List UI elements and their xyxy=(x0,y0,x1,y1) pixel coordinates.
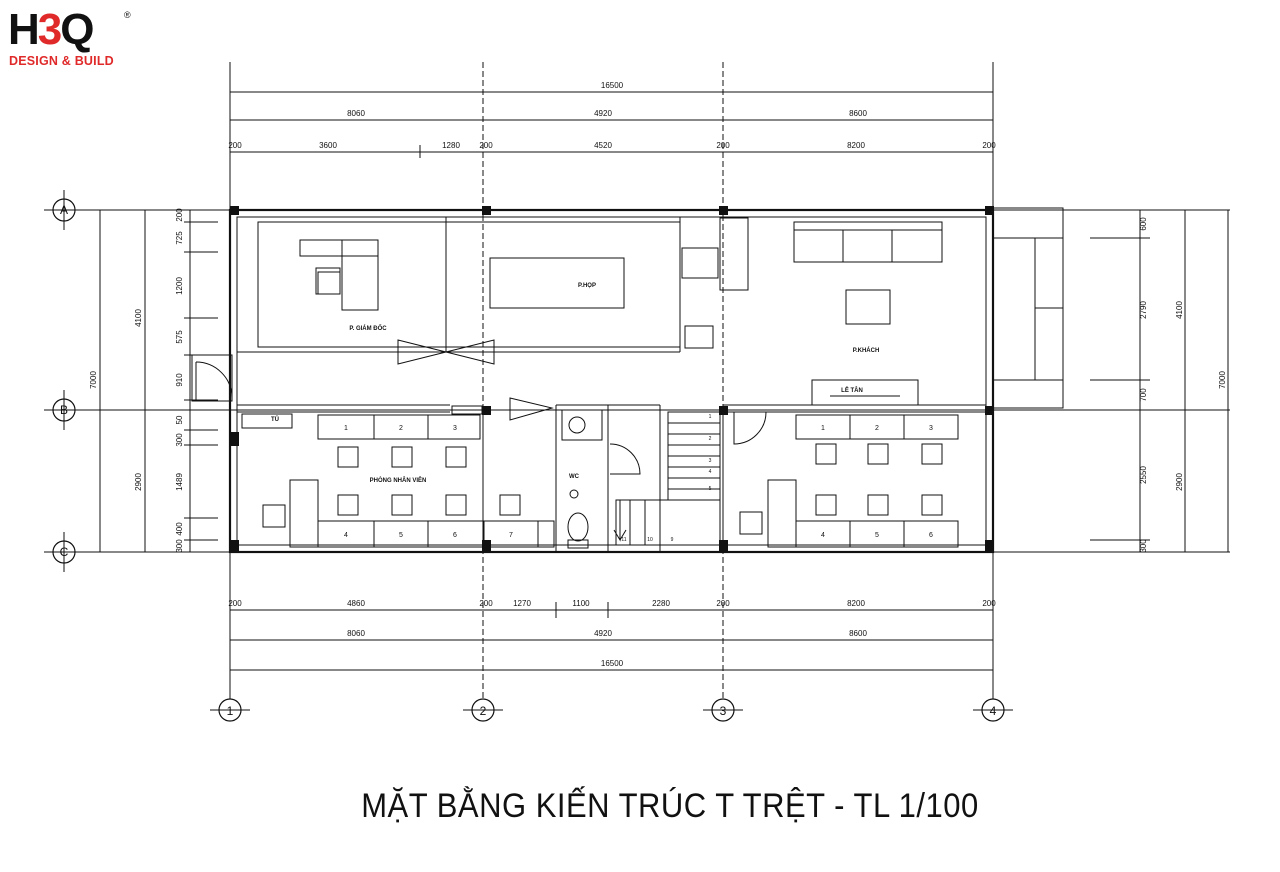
dim-top-detail: 200 xyxy=(716,141,730,150)
dim-bottom-bay-3: 8600 xyxy=(849,629,867,638)
dim-bottom-detail: 4860 xyxy=(347,599,365,608)
dim-bottom-bay-1: 8060 xyxy=(347,629,365,638)
desk-number: 4 xyxy=(344,532,348,539)
stair-number: 9 xyxy=(671,537,674,543)
grid-label-a: A xyxy=(60,203,68,217)
room-label-wc: WC xyxy=(569,474,580,480)
room-label-director: P. GIÁM ĐỐC xyxy=(349,325,387,332)
dim-bottom-detail: 8200 xyxy=(847,599,865,608)
dim-top-detail: 1280 xyxy=(442,141,460,150)
desk-number: 2 xyxy=(399,425,403,432)
company-logo: H3Q ® DESIGN & BUILD xyxy=(8,8,132,72)
dim-top-bay-1: 8060 xyxy=(347,109,365,118)
grid-label-2: 2 xyxy=(480,704,487,718)
dim-left-detail: 1489 xyxy=(175,473,184,491)
logo-subtitle: DESIGN & BUILD xyxy=(9,54,114,68)
grid-label-1: 1 xyxy=(227,704,234,718)
desk-number: 6 xyxy=(929,532,933,539)
dim-left-detail: 1200 xyxy=(175,277,184,295)
desk-number: 7 xyxy=(509,532,513,539)
dim-left-detail: 300 xyxy=(175,539,184,553)
cabinet-label: TỦ xyxy=(271,416,279,423)
desk-number: 2 xyxy=(875,425,879,432)
dim-bottom-detail: 200 xyxy=(479,599,493,608)
grid-label-3: 3 xyxy=(720,704,727,718)
desk-number: 6 xyxy=(453,532,457,539)
dim-bottom-bay-2: 4920 xyxy=(594,629,612,638)
dim-left-bay-1: 4100 xyxy=(134,309,143,327)
dim-left-detail: 50 xyxy=(175,415,184,424)
desk-number: 3 xyxy=(929,425,933,432)
dim-top-bay-2: 4920 xyxy=(594,109,612,118)
desk-number: 1 xyxy=(344,425,348,432)
dim-right-detail: 600 xyxy=(1139,217,1148,231)
dim-left-detail: 200 xyxy=(175,208,184,222)
room-label-staff: PHÒNG NHÂN VIÊN xyxy=(370,476,427,484)
logo-mark: H3Q xyxy=(8,5,95,54)
stair-number: 11 xyxy=(621,537,626,543)
stair-number: 2 xyxy=(709,436,712,442)
dim-right-detail: 2550 xyxy=(1139,466,1148,484)
dim-bottom-detail: 2280 xyxy=(652,599,670,608)
dim-right-detail: 2790 xyxy=(1139,301,1148,319)
dim-left-detail: 575 xyxy=(175,330,184,344)
dim-top-bay-3: 8600 xyxy=(849,109,867,118)
dim-bottom-detail: 1100 xyxy=(572,599,590,608)
dim-left-detail: 725 xyxy=(175,231,184,245)
room-label-reception: LỄ TÂN xyxy=(841,387,863,394)
desk-number: 5 xyxy=(399,532,403,539)
room-label-meeting: P.HỌP xyxy=(578,283,596,289)
dim-top-detail: 200 xyxy=(228,141,242,150)
grid-label-4: 4 xyxy=(990,704,997,718)
dim-top-detail: 200 xyxy=(479,141,493,150)
dim-bottom-detail: 200 xyxy=(982,599,996,608)
outer-wall xyxy=(228,208,995,554)
desk-number: 5 xyxy=(875,532,879,539)
desk-number: 1 xyxy=(821,425,825,432)
grid-label-c: C xyxy=(60,545,69,559)
dim-top-detail: 8200 xyxy=(847,141,865,150)
drawing-title: MẶT BẰNG KIẾN TRÚC T TRỆT - TL 1/100 xyxy=(361,785,979,826)
registered-mark: ® xyxy=(124,10,131,20)
dim-bottom-detail: 1270 xyxy=(513,599,531,608)
dim-right-detail: 700 xyxy=(1139,388,1148,402)
stair-number: 1 xyxy=(709,414,712,420)
room-label-guest: P.KHÁCH xyxy=(853,347,880,354)
dim-top-total: 16500 xyxy=(601,81,624,90)
dim-left-total: 7000 xyxy=(89,371,98,389)
dim-left-bay-2: 2900 xyxy=(134,473,143,491)
grid-label-b: B xyxy=(60,403,68,417)
stair-number: 10 xyxy=(647,537,653,543)
dim-top-detail: 3600 xyxy=(319,141,337,150)
dim-top-detail: 200 xyxy=(982,141,996,150)
dim-bottom-detail: 200 xyxy=(228,599,242,608)
desk-number: 4 xyxy=(821,532,825,539)
dim-top-detail: 4520 xyxy=(594,141,612,150)
dim-left-detail: 300 xyxy=(175,433,184,447)
dim-right-total: 7000 xyxy=(1218,371,1227,389)
dim-bottom-detail: 200 xyxy=(716,599,730,608)
dim-right-bay-1: 4100 xyxy=(1175,301,1184,319)
stair-number: 5 xyxy=(709,486,712,492)
stair-number: 3 xyxy=(709,458,712,464)
dim-right-bay-2: 2900 xyxy=(1175,473,1184,491)
dim-left-detail: 910 xyxy=(175,373,184,387)
stair-number: 4 xyxy=(709,469,712,475)
desk-number: 3 xyxy=(453,425,457,432)
dim-bottom-total: 16500 xyxy=(601,659,624,668)
dim-left-detail: 400 xyxy=(175,522,184,536)
dim-right-detail: 300 xyxy=(1139,539,1148,553)
